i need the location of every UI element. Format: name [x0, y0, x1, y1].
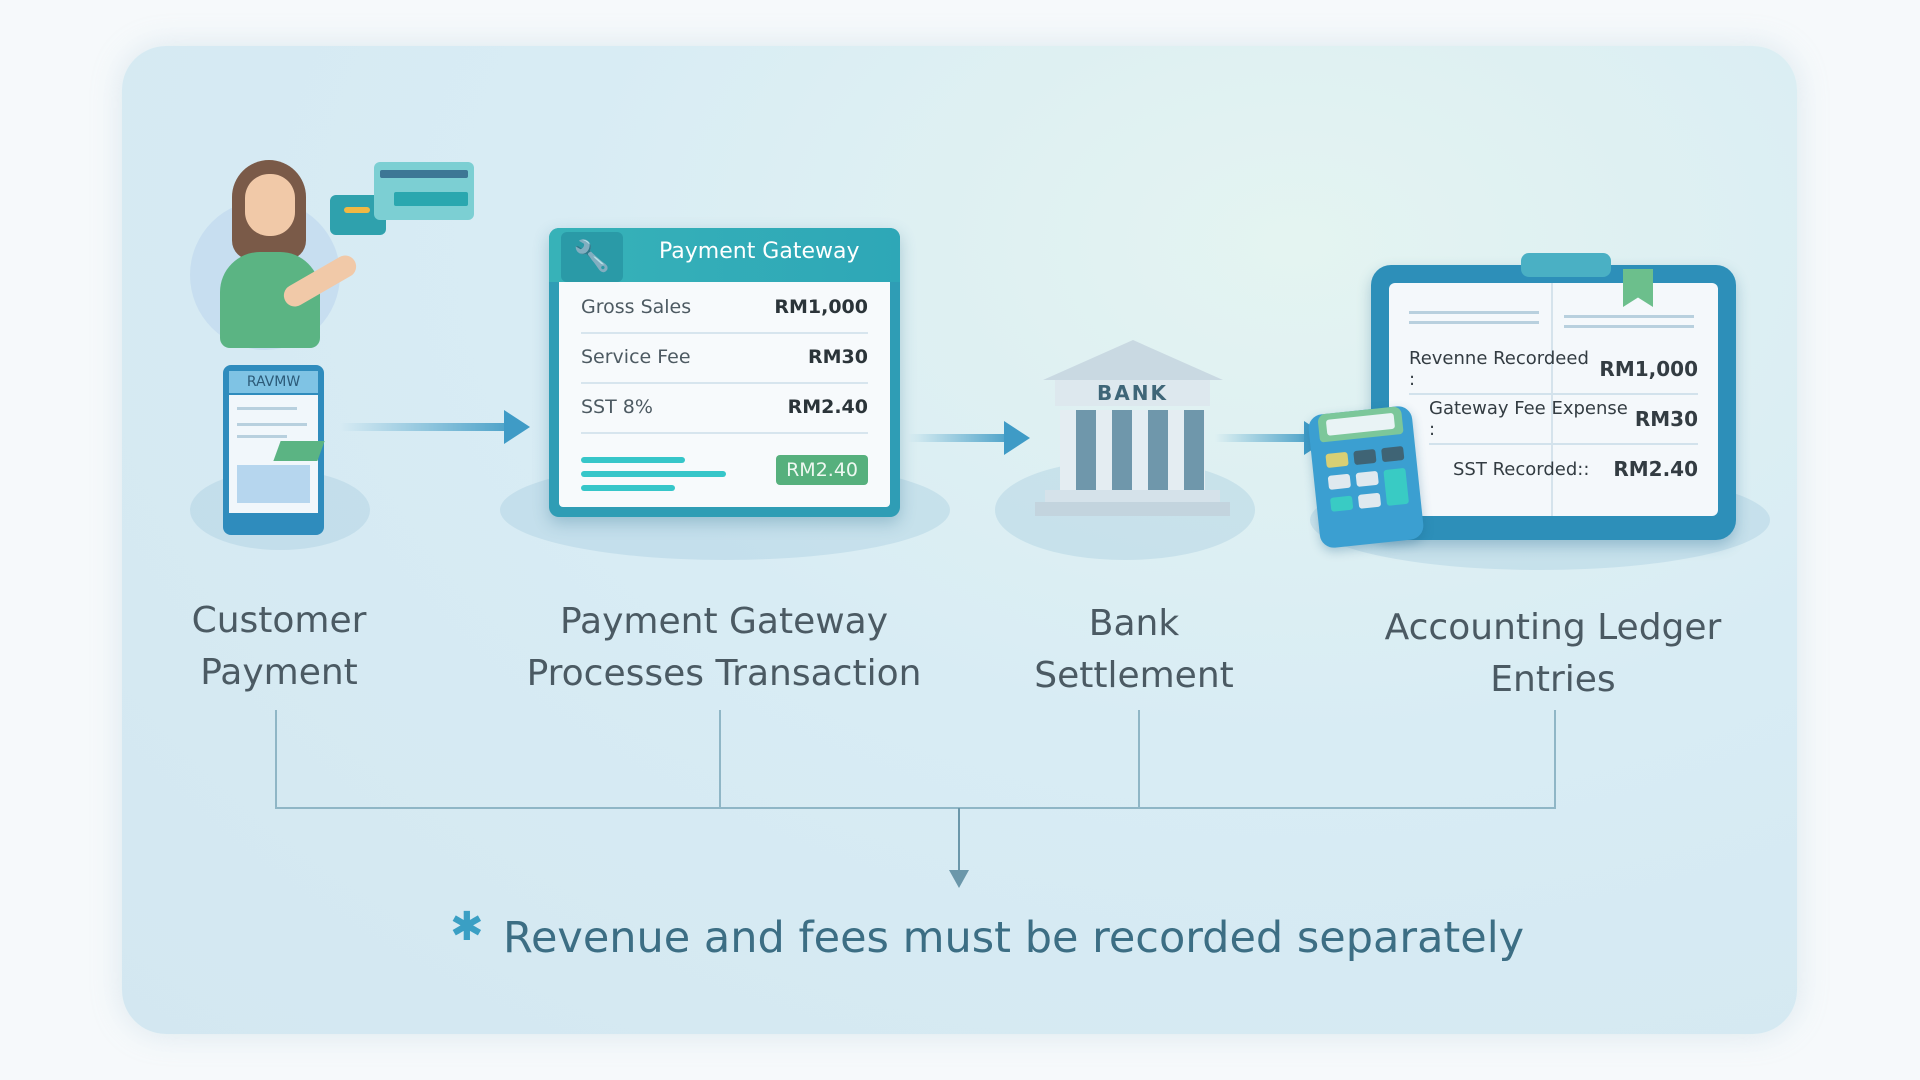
row-label: Gross Sales — [581, 296, 692, 318]
down-arrow-line — [958, 808, 960, 878]
bank-roof — [1043, 340, 1223, 380]
ledger-row-value: RM1,000 — [1599, 357, 1698, 381]
flow-arrow-3 — [1215, 421, 1330, 455]
phone-screen — [229, 395, 325, 513]
label-line: Bank — [1088, 603, 1180, 644]
asterisk-icon: ✱ — [450, 904, 484, 950]
phone-screen-title: RAVMW — [229, 371, 318, 393]
progress-bar — [581, 457, 685, 463]
ledger-book: Revenne Recordeed : RM1,000 Gateway Fee E… — [1371, 253, 1736, 540]
bank-base — [1035, 502, 1230, 516]
bank-sign: BANK — [1055, 380, 1210, 406]
label-line: Payment — [200, 652, 358, 693]
flow-arrow-2 — [908, 421, 1030, 455]
label-line: Entries — [1490, 659, 1616, 700]
row-label: SST 8% — [581, 396, 653, 418]
down-arrow-head — [949, 870, 969, 888]
ledger-pages: Revenne Recordeed : RM1,000 Gateway Fee E… — [1389, 283, 1718, 516]
flow-arrow-1 — [340, 410, 530, 444]
label-line: Customer — [191, 600, 367, 641]
label-line: Payment Gateway — [559, 601, 889, 642]
customer-face — [245, 174, 295, 236]
row-value: RM1,000 — [774, 296, 868, 318]
ledger-row-label: Revenne Recordeed : — [1409, 348, 1589, 390]
label-line: Processes Transaction — [526, 653, 922, 694]
cash-icon — [273, 441, 325, 461]
payment-gateway-card: 🔧 Payment Gateway Gross Sales RM1,000 Ser… — [549, 228, 900, 517]
customer-illustration — [190, 160, 490, 360]
gateway-row: SST 8% RM2.40 — [581, 382, 868, 434]
separation-note: Revenue and fees must be recorded separa… — [503, 913, 1525, 963]
amount-badge: RM2.40 — [776, 455, 868, 485]
label-line: Accounting Ledger — [1384, 607, 1722, 648]
phone-icon: RAVMW — [223, 365, 325, 535]
credit-card-icon — [374, 162, 474, 220]
row-value: RM30 — [808, 346, 868, 368]
ledger-row-label: Gateway Fee Expense : — [1429, 398, 1628, 440]
ledger-row: Gateway Fee Expense :RM30 — [1429, 395, 1698, 445]
book-clip — [1521, 253, 1611, 277]
calculator-icon — [1307, 404, 1425, 550]
label-line: Settlement — [1034, 655, 1234, 696]
ledger-row-value: RM30 — [1634, 407, 1698, 431]
connector-line — [1554, 710, 1556, 808]
row-value: RM2.40 — [787, 396, 868, 418]
progress-bar — [581, 471, 726, 477]
connector-line — [1138, 710, 1140, 808]
gateway-row: Service Fee RM30 — [581, 332, 868, 384]
ledger-row-value: RM2.40 — [1613, 457, 1698, 481]
gateway-row: Gross Sales RM1,000 — [581, 282, 868, 334]
bank-steps — [1045, 490, 1220, 502]
progress-bar — [581, 485, 675, 491]
connector-line — [275, 710, 277, 808]
connector-bus — [275, 807, 1556, 809]
connector-line — [719, 710, 721, 808]
bank-columns — [1060, 410, 1205, 490]
ledger-row-label: SST Recorded:: — [1453, 458, 1590, 480]
gateway-card-title: Payment Gateway — [659, 239, 860, 264]
ledger-row: SST Recorded::RM2.40 — [1453, 445, 1698, 493]
gateway-card-header: 🔧 Payment Gateway — [549, 228, 900, 282]
wrench-icon: 🔧 — [561, 232, 623, 282]
gateway-card-body: Gross Sales RM1,000 Service Fee RM30 SST 8… — [559, 282, 890, 507]
ledger-row: Revenne Recordeed : RM1,000 — [1409, 345, 1698, 395]
row-label: Service Fee — [581, 346, 691, 368]
bank-icon: BANK — [1035, 340, 1230, 522]
